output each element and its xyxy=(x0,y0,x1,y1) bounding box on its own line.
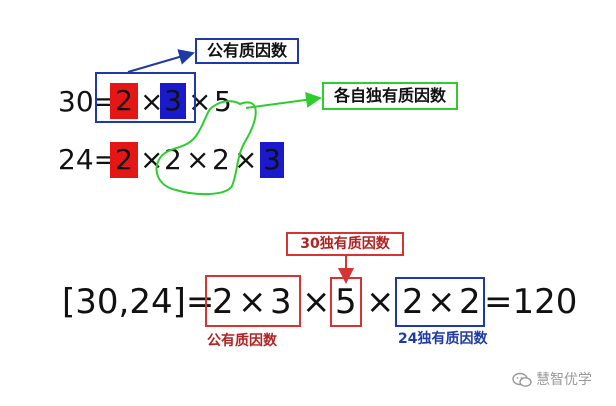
bottom-times-3: × xyxy=(366,282,395,322)
unique-30-label: 30独有质因数 xyxy=(286,232,404,256)
common-factors-box-line1 xyxy=(95,72,196,123)
line1-times-1: × xyxy=(140,85,164,118)
unique-factors-loop xyxy=(155,100,257,196)
line2-times-2: × xyxy=(186,143,210,176)
arrow-to-common-label xyxy=(127,49,195,73)
line2-factor-2c: 2 xyxy=(212,143,230,176)
line1-factor-3-blue: 3 xyxy=(160,83,186,119)
unique-24-box xyxy=(395,277,485,327)
wechat-icon xyxy=(512,372,532,388)
line2-prefix: 24= xyxy=(58,143,118,176)
unique-30-box xyxy=(330,277,362,327)
line2-factor-2-red: 2 xyxy=(110,142,138,178)
lcm-rhs: =120 xyxy=(484,282,578,322)
line1-factor-2-red: 2 xyxy=(110,83,138,119)
bottom-factor-2: 2 xyxy=(212,282,234,322)
bottom-factor-2b: 2 xyxy=(402,282,424,322)
bottom-factor-5: 5 xyxy=(335,282,357,322)
watermark-text: 慧智优学 xyxy=(536,372,592,388)
bottom-times-4: × xyxy=(427,282,456,322)
bottom-factor-2c: 2 xyxy=(459,282,481,322)
common-factors-label-top: 公有质因数 xyxy=(195,38,299,64)
watermark: 慧智优学 xyxy=(512,372,592,388)
line2-times-1: × xyxy=(140,143,164,176)
arrow-to-unique-label xyxy=(245,91,322,109)
common-factors-box-bottom xyxy=(205,275,301,327)
line2-factor-3-blue: 3 xyxy=(260,142,284,178)
unique-factors-label-top: 各自独有质因数 xyxy=(322,82,458,110)
common-factors-label-bottom: 公有质因数 xyxy=(207,333,277,349)
bottom-times-1: × xyxy=(238,282,267,322)
lcm-lhs: [30,24]= xyxy=(62,282,215,322)
bottom-factor-3: 3 xyxy=(270,282,292,322)
unique-24-label: 24独有质因数 xyxy=(398,331,488,347)
line1-times-2: × xyxy=(188,85,212,118)
line1-prefix: 30= xyxy=(58,85,118,118)
line2-factor-2b: 2 xyxy=(164,143,182,176)
bottom-times-2: × xyxy=(302,282,331,322)
